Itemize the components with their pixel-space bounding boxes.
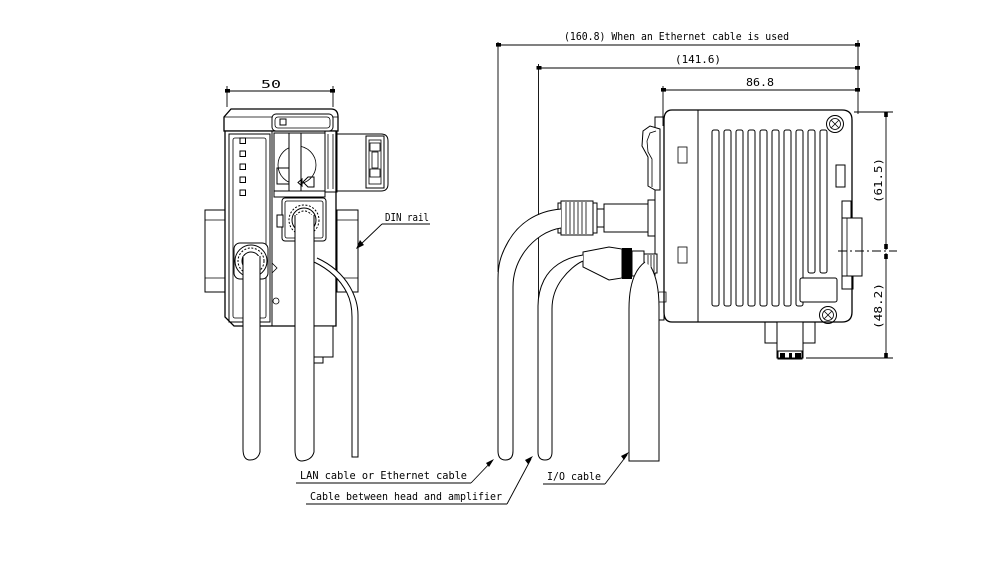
led-indicators (239, 137, 246, 196)
head-cable (537, 254, 584, 461)
annotation-head-amp-cable: Cable between head and amplifier (306, 456, 533, 505)
side-cables (497, 208, 667, 462)
annotations: DIN rail LAN cable or Ethernet cable Cab… (296, 211, 629, 505)
ethernet-cable (497, 208, 562, 461)
io-cable-shape (628, 261, 660, 462)
dimension-label-front-width: 50 (261, 78, 281, 91)
io-cable-label: I/O cable (547, 470, 601, 483)
thin-cable (313, 257, 359, 458)
dimension-overall-ethernet: (160.8) When an Ethernet cable is used (496, 30, 860, 114)
dimension-height-upper: (61.5) (854, 111, 893, 250)
annotation-io-cable: I/O cable (543, 452, 629, 485)
dimension-overall-head-cable: (141.6) (536, 53, 860, 70)
amplifier-side-body (663, 109, 853, 324)
dimension-side-width: 86.8 (661, 76, 860, 126)
dimension-label-height-upper: (61.5) (872, 158, 885, 203)
ethernet-connector-side (557, 199, 656, 237)
dimension-front-width: 50 (225, 78, 335, 107)
vent-slots (711, 129, 828, 307)
annotation-din-rail: DIN rail (356, 211, 430, 249)
cable (294, 215, 315, 462)
din-rail-label: DIN rail (385, 211, 429, 224)
label-plate (799, 277, 838, 303)
open-cover (336, 133, 389, 192)
dimension-height-lower: (48.2) (806, 250, 897, 359)
dimensions: (160.8) When an Ethernet cable is used (… (225, 30, 897, 359)
screw-bottom (819, 306, 837, 324)
dimension-label-height-lower: (48.2) (872, 283, 885, 329)
cable (242, 256, 261, 461)
front-view (204, 108, 389, 462)
annotation-lan-cable: LAN cable or Ethernet cable (296, 459, 494, 484)
screw-hole (272, 297, 280, 305)
head-amp-cable-label: Cable between head and amplifier (310, 490, 502, 503)
bottom-connector-side (764, 321, 816, 360)
lan-cable-label: LAN cable or Ethernet cable (300, 469, 467, 482)
side-view (497, 42, 863, 462)
dimension-label-overall-head: (141.6) (675, 53, 721, 66)
screw-top (826, 115, 844, 133)
dimension-label-side-width: 86.8 (746, 76, 774, 89)
head-connector-side (582, 246, 658, 281)
dimension-label-overall-ethernet: (160.8) When an Ethernet cable is used (564, 30, 789, 43)
panel-notch (271, 262, 278, 274)
ethernet-port-front (271, 113, 389, 198)
din-latch-side (835, 164, 863, 290)
front-cables (242, 215, 359, 462)
